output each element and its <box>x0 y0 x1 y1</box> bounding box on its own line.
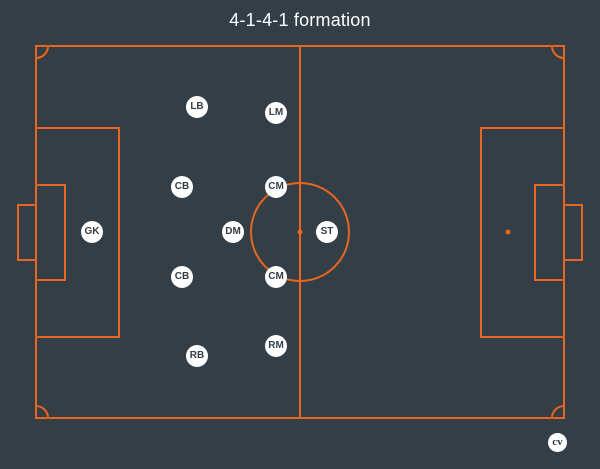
player-cb-top: CB <box>171 176 193 198</box>
right-penalty-spot <box>505 229 511 235</box>
right-penalty-area <box>480 127 565 338</box>
corner-arc-top-right <box>551 45 565 59</box>
corner-arc-bottom-left <box>35 405 49 419</box>
right-goal-area <box>534 184 565 281</box>
player-cm-bottom: CM <box>265 266 287 288</box>
player-dm: DM <box>222 221 244 243</box>
brand-logo: cv <box>548 433 567 452</box>
corner-arc-bottom-right <box>551 405 565 419</box>
left-goal <box>17 204 37 261</box>
player-gk: GK <box>81 221 103 243</box>
left-penalty-area <box>35 127 120 338</box>
player-lb: LB <box>186 96 208 118</box>
player-rm: RM <box>265 335 287 357</box>
centre-circle <box>250 182 350 282</box>
right-goal <box>563 204 583 261</box>
chart-title: 4-1-4-1 formation <box>229 10 371 30</box>
player-rb: RB <box>186 345 208 367</box>
corner-arc-top-left <box>35 45 49 59</box>
left-goal-area <box>35 184 66 281</box>
player-cm-top: CM <box>265 176 287 198</box>
player-lm: LM <box>265 102 287 124</box>
player-cb-bottom: CB <box>171 266 193 288</box>
centre-spot <box>297 229 303 235</box>
player-st: ST <box>316 221 338 243</box>
